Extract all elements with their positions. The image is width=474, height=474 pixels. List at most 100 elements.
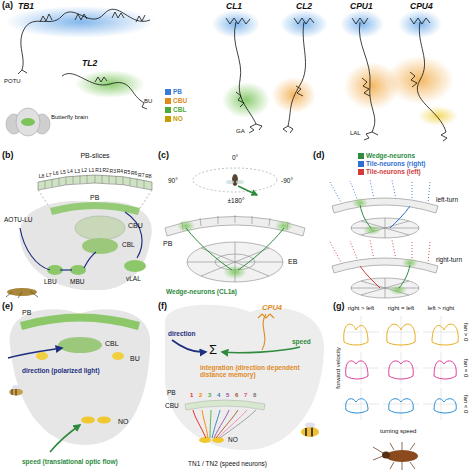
- slice-label: R4: [117, 169, 123, 175]
- speed-neuron-tracing: [193, 410, 256, 438]
- neuron-activity: [399, 265, 410, 288]
- legend-swatch: [165, 116, 171, 122]
- brain-3d: [112, 352, 124, 360]
- trajectory-plots: [344, 324, 368, 345]
- central-complex-grid: [165, 215, 305, 282]
- neuron-pathway: [20, 228, 50, 270]
- axis-label: forward velocity: [335, 347, 342, 389]
- slice-label: L4: [67, 169, 73, 175]
- trajectory-plots: [389, 399, 414, 413]
- neuron-activity: [360, 205, 371, 228]
- central-complex-grid: [351, 278, 419, 298]
- region-label: CBU: [128, 222, 143, 230]
- wedge-neuron: [186, 228, 284, 270]
- column-header: right = left: [388, 305, 415, 312]
- cockroach-icon: [373, 442, 418, 470]
- row-header: fan = 0: [463, 359, 470, 378]
- pb-slices-band: [38, 175, 152, 190]
- region-label: PB: [163, 240, 172, 248]
- brain-3d: [172, 340, 206, 352]
- legend-item: CBU: [165, 97, 187, 104]
- region-label: CBL: [105, 340, 119, 348]
- neuron-tracing: [18, 34, 27, 74]
- butterfly-brain-icon: [21, 118, 35, 126]
- column-number: 7: [244, 392, 247, 399]
- brain-3d: [20, 314, 140, 331]
- neuron-name: CL2: [296, 2, 312, 11]
- bee-icon: [9, 385, 23, 396]
- legend-swatch: [165, 107, 171, 113]
- central-complex-grid: [187, 242, 283, 282]
- central-complex-grid: [332, 198, 438, 213]
- angle-label: 90°: [168, 177, 178, 184]
- trajectory-plots: [343, 352, 459, 384]
- angle-label: -90°: [281, 177, 293, 184]
- region-label: vLAL: [126, 275, 141, 282]
- legend-item: Tile-neurons (left): [358, 168, 421, 175]
- panel-letter: (d): [313, 151, 325, 161]
- legend-swatch: [358, 161, 364, 167]
- region-label: BU: [144, 98, 152, 105]
- locust-brain: [70, 265, 86, 275]
- neuron-tracing: [62, 74, 147, 109]
- slice-label: R7: [138, 173, 144, 179]
- bee-icon: [9, 389, 23, 396]
- neuron-pathway: [84, 252, 96, 268]
- legend-item: PB: [165, 88, 182, 95]
- brain-3d: [36, 352, 48, 360]
- region-label: NO: [228, 436, 238, 443]
- slice-label: R6: [131, 171, 137, 177]
- bumblebee-icon: [301, 423, 319, 438]
- speed-neuron-tracing: [210, 410, 211, 438]
- neuron-glow: [272, 77, 316, 113]
- legend-text: NO: [173, 115, 183, 122]
- slice-label: R5: [124, 170, 130, 176]
- region-label: PB: [167, 389, 176, 396]
- slice-label: L3: [74, 169, 80, 175]
- icon-caption: Butterfly brain: [51, 114, 88, 121]
- slice-label: L7: [46, 173, 52, 179]
- neuron-name: CPU1: [350, 2, 373, 11]
- slice-label: L8: [39, 174, 45, 180]
- neuron-activity: [363, 225, 381, 235]
- speed-neuron-tracing: [216, 410, 238, 438]
- region-label: CBU: [165, 402, 179, 409]
- slice-label: R2: [102, 168, 108, 174]
- legend-swatch: [358, 169, 364, 175]
- neuron-label: TN1 / TN2 (speed neurons): [188, 460, 267, 467]
- panel-letter: (g): [333, 302, 345, 312]
- legend-item: NO: [165, 115, 183, 122]
- fly-compass: [226, 180, 234, 184]
- wedge-neuron: [177, 220, 195, 232]
- trajectory-plots: [434, 361, 456, 379]
- legend-text: PB: [173, 88, 182, 95]
- fly-compass: [236, 180, 244, 184]
- column-header: right > left: [348, 305, 375, 312]
- slice-label: L5: [60, 170, 66, 176]
- brain-3d: [58, 337, 102, 353]
- region-label: MBU: [70, 278, 84, 285]
- angle-label: 0°: [232, 154, 238, 161]
- locust-brain: [75, 216, 125, 240]
- slice-label: R3: [110, 169, 116, 175]
- region-label: BU: [130, 355, 140, 363]
- brain-3d: [199, 437, 211, 443]
- integration-note: integration (direction dependent distanc…: [200, 364, 322, 378]
- central-complex-grid: [187, 242, 283, 282]
- trajectory-plots: [346, 399, 457, 413]
- brain-3d: [165, 305, 324, 450]
- bee-icon: [12, 389, 16, 396]
- bee-icon: [12, 385, 20, 389]
- trajectory-plots: [343, 316, 459, 348]
- cockroach-icon: [386, 450, 418, 462]
- tile-neuron-fan: [330, 180, 430, 264]
- column-number: 4: [217, 392, 220, 399]
- column-header: left > right: [428, 305, 455, 312]
- speed-neuron-tracing: [220, 410, 256, 438]
- neuron-tracing: [359, 22, 378, 140]
- cockroach-icon: [382, 452, 390, 459]
- neuron-tracing: [294, 18, 314, 96]
- column-number: 1: [190, 392, 193, 399]
- neuron-name: TB1: [18, 2, 34, 11]
- band-title: PB-slices: [80, 152, 109, 160]
